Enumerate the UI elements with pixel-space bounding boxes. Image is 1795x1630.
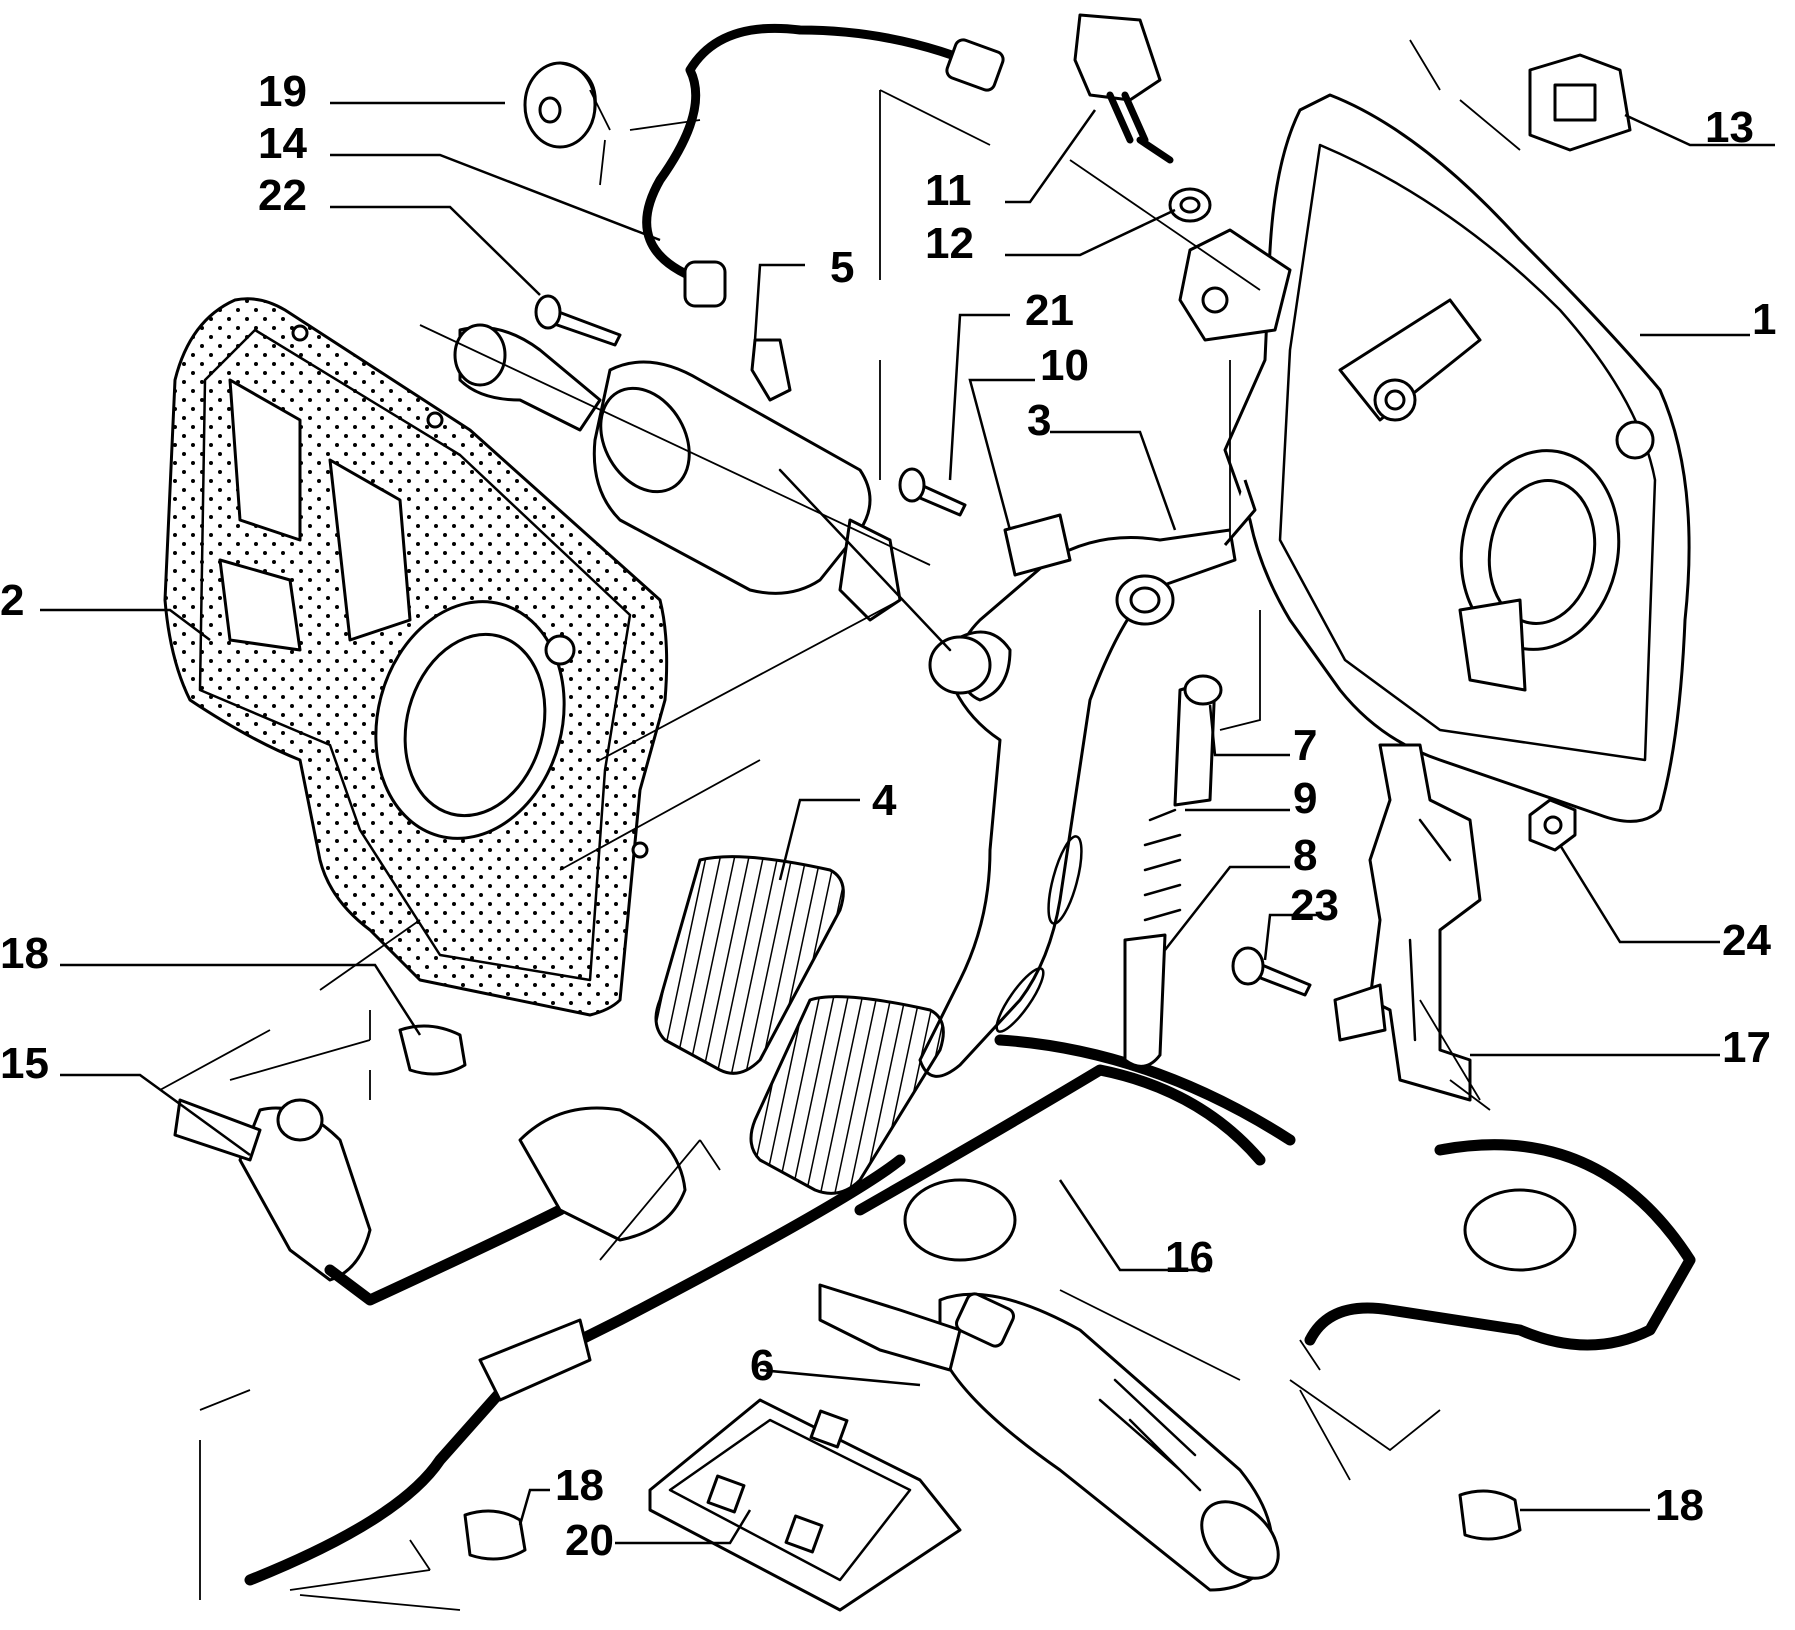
callout-16: 16 — [1165, 1233, 1214, 1282]
callout-9: 9 — [1293, 774, 1317, 823]
hydraulic-pipe-part — [244, 1034, 1696, 1586]
guide-lines — [199, 39, 1521, 1600]
cover-plate-part — [648, 1398, 962, 1612]
callout-5: 5 — [830, 243, 854, 292]
callout-22: 22 — [258, 171, 307, 220]
callout-11: 11 — [925, 166, 972, 215]
grommets-part — [398, 1024, 1522, 1561]
callout-8: 8 — [1293, 831, 1317, 880]
callout-14: 14 — [258, 119, 307, 168]
master-cylinder-part — [453, 23, 1005, 695]
switch-bracket-part — [1333, 743, 1482, 1102]
callout-3: 3 — [1027, 396, 1051, 445]
callout-10: 10 — [1040, 341, 1089, 390]
pedal-switch-part — [1073, 13, 1212, 223]
clip-part — [1528, 53, 1632, 152]
gasket-panel-part — [163, 297, 669, 1017]
callout-18-left: 18 — [0, 929, 49, 978]
callout-18-bottom: 18 — [555, 1461, 604, 1510]
slave-cylinder-part — [818, 1283, 1280, 1592]
pipe-connector-part — [173, 1098, 687, 1306]
callout-7: 7 — [1293, 721, 1317, 770]
pedal-pad-part — [654, 855, 945, 1195]
callout-15: 15 — [0, 1039, 49, 1088]
callout-24: 24 — [1722, 916, 1771, 965]
screws-part — [534, 294, 1577, 997]
rubber-stop-part — [523, 61, 597, 149]
callout-23: 23 — [1290, 881, 1339, 930]
callout-1: 1 — [1752, 295, 1776, 344]
callout-6: 6 — [750, 1341, 774, 1390]
callout-18-right: 18 — [1655, 1481, 1704, 1530]
callout-2: 2 — [0, 576, 24, 625]
callout-19: 19 — [258, 67, 307, 116]
callout-17: 17 — [1722, 1023, 1771, 1072]
pedal-bracket-part — [1178, 93, 1691, 823]
callout-20: 20 — [565, 1516, 614, 1565]
callout-4: 4 — [872, 776, 897, 825]
callout-13: 13 — [1705, 103, 1754, 152]
callout-12: 12 — [925, 219, 974, 268]
bracket-lines — [159, 89, 1441, 1611]
leader-lines — [40, 101, 1775, 1545]
callout-numbers: 19 14 22 5 11 12 13 1 21 10 3 2 4 7 9 8 … — [0, 67, 1776, 1565]
spring-assembly-part — [1003, 513, 1223, 1068]
callout-21: 21 — [1025, 286, 1074, 335]
